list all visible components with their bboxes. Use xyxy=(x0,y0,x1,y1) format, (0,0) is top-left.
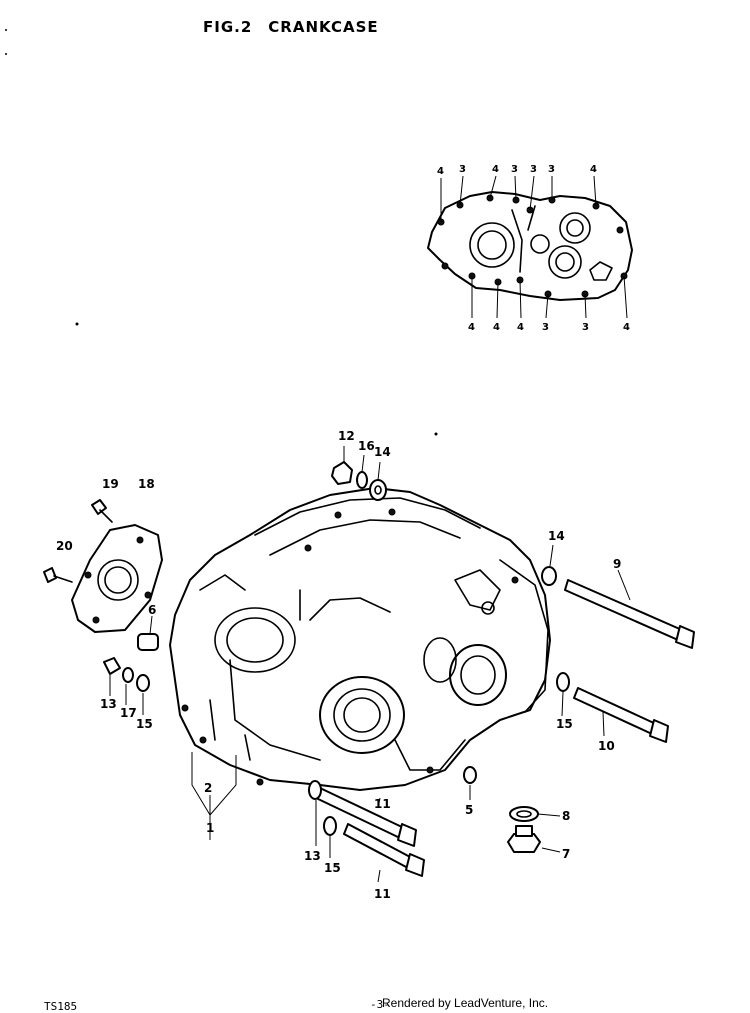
figure-title: FIG.2 CRANKCASE xyxy=(203,18,379,36)
callout-20: 20 xyxy=(56,539,73,553)
gasket-callout-2: 3 xyxy=(459,164,466,175)
callout-12: 12 xyxy=(338,429,355,443)
gasket-callout-3: 4 xyxy=(492,164,499,175)
callout-17: 17 xyxy=(120,706,137,720)
stud-bolt-9 xyxy=(541,544,695,649)
callout-18: 18 xyxy=(138,477,155,491)
washer-5 xyxy=(463,766,477,800)
figure-name: CRANKCASE xyxy=(268,18,379,36)
callout-14-right: 14 xyxy=(548,529,565,543)
render-credit: Rendered by LeadVenture, Inc. xyxy=(382,996,549,1010)
callout-2: 2 xyxy=(204,781,212,795)
callout-11-lower: 11 xyxy=(374,887,391,901)
breather-plate xyxy=(71,524,163,633)
lower-bolt-11a xyxy=(315,787,417,847)
callout-9: 9 xyxy=(613,557,621,571)
plate-bolt-20 xyxy=(43,567,73,583)
top-fastener-stack xyxy=(331,446,387,501)
callout-15-bottom: 15 xyxy=(324,861,341,875)
callout-19: 19 xyxy=(102,477,119,491)
callout-8: 8 xyxy=(562,809,570,823)
gasket-callout-12: 3 xyxy=(582,322,589,333)
gasket-callout-6: 3 xyxy=(548,164,555,175)
callout-5: 5 xyxy=(465,803,473,817)
callout-10: 10 xyxy=(598,739,615,753)
drain-gasket-8 xyxy=(509,806,561,822)
callout-16: 16 xyxy=(358,439,375,453)
left-fastener-stack xyxy=(103,657,150,692)
callout-13-bottom: 13 xyxy=(304,849,321,863)
callout-15-right: 15 xyxy=(556,717,573,731)
gasket-callout-11: 3 xyxy=(542,322,549,333)
crankcase-body xyxy=(169,487,551,791)
figure-number: FIG.2 xyxy=(203,18,253,36)
gasket-callout-4: 3 xyxy=(511,164,518,175)
callout-14-top: 14 xyxy=(374,445,391,459)
gasket-callout-8: 4 xyxy=(468,322,475,333)
dowel-pin xyxy=(137,615,159,651)
callout-15-left: 15 xyxy=(136,717,153,731)
gasket-callout-1: 4 xyxy=(437,166,444,177)
lower-bolt-11b xyxy=(343,823,425,877)
gasket-callout-9: 4 xyxy=(493,322,500,333)
gasket-callout-7: 4 xyxy=(590,164,597,175)
plate-bolt-19 xyxy=(91,499,113,523)
gasket-callout-13: 4 xyxy=(623,322,630,333)
drain-plug-7 xyxy=(507,825,561,853)
gasket-callout-5: 3 xyxy=(530,164,537,175)
page-number: -3- xyxy=(370,998,390,1011)
gasket-inset xyxy=(427,175,633,319)
stud-bolt-10 xyxy=(556,672,669,743)
callout-1: 1 xyxy=(206,821,214,835)
callout-13-left: 13 xyxy=(100,697,117,711)
callout-7: 7 xyxy=(562,847,570,861)
callout-6: 6 xyxy=(148,603,156,617)
callout-11-upper: 11 xyxy=(374,797,391,811)
model-code: TS185 xyxy=(44,1000,78,1013)
gasket-callout-10: 4 xyxy=(517,322,524,333)
